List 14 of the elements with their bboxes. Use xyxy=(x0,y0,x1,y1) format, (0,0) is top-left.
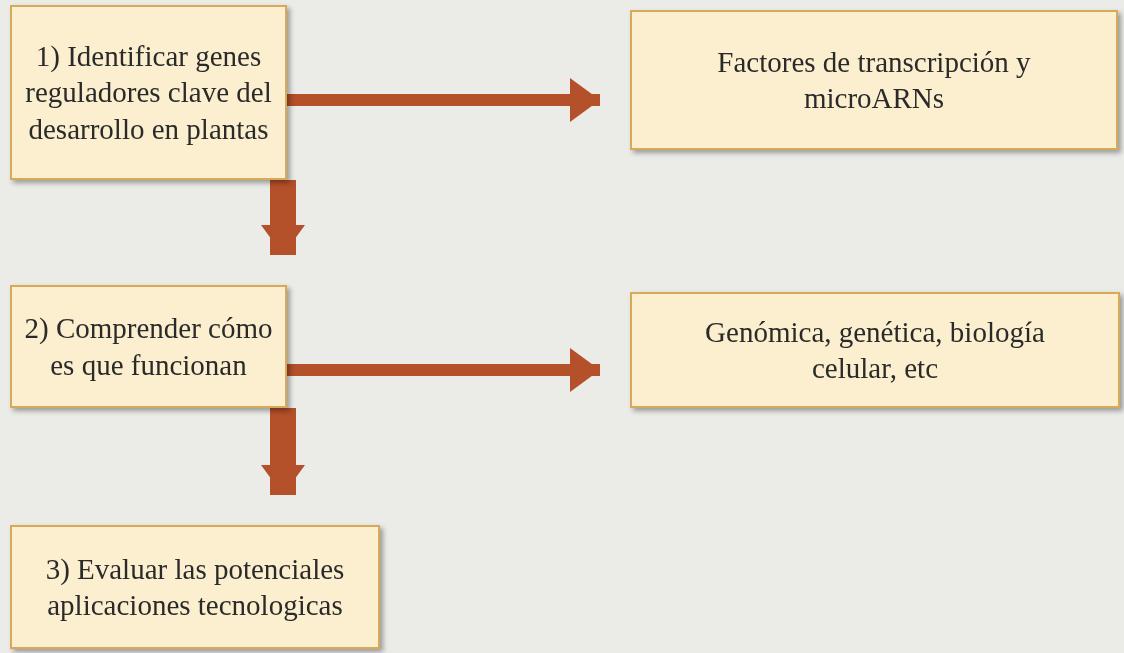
arrow xyxy=(261,180,305,255)
arrow xyxy=(261,408,305,495)
box-text: 2) Comprender cómo es que funcionan xyxy=(23,311,274,383)
box-text: Factores de transcripción y microARNs xyxy=(716,44,1032,116)
box-text: 3) Evaluar las potenciales aplicaciones tecnologicas xyxy=(44,551,346,623)
process-box xyxy=(630,292,1120,408)
process-box xyxy=(10,525,380,649)
process-box xyxy=(10,5,287,180)
arrow xyxy=(287,78,600,122)
arrow xyxy=(287,348,600,392)
box-text: Genómica, genética, biología celular, etc xyxy=(704,314,1046,386)
process-box xyxy=(10,285,287,408)
process-box xyxy=(630,10,1118,150)
box-text: 1) Identificar genes reguladores clave del desarrollo en plantas xyxy=(24,39,273,147)
